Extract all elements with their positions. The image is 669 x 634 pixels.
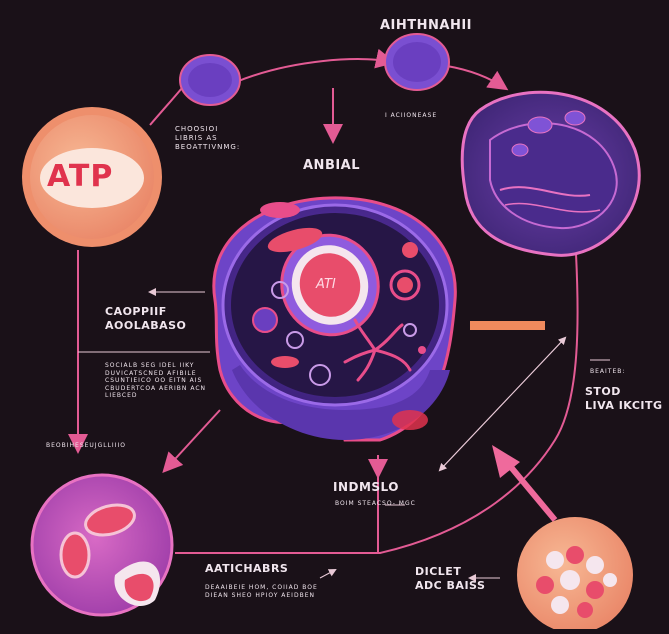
left-body: SOCIALB SEG IDEL IIKY DUVICATSCNED AFIBI…	[105, 362, 206, 399]
thin-pointer-lines	[78, 288, 610, 582]
page-title: AIHTHNAHII	[380, 18, 473, 33]
atp-bubble-icon	[22, 107, 162, 247]
nucleus-label: ATI	[316, 277, 336, 292]
top-right-vesicle-icon	[384, 33, 450, 91]
mitochondria-icon	[30, 473, 174, 617]
center-bottom-label: BOIM STEACSO- MGC	[335, 500, 416, 507]
center-heading: ANBIAL	[303, 158, 361, 173]
top-left-label: CHOOSIOI LIBRIS AS BEOATTIVNMG:	[175, 125, 241, 151]
left-heading: CAOPPIIF AOOLABASO	[105, 305, 187, 332]
left-bottom-label: BEOBIHESEUJGLLIIIO	[46, 442, 126, 449]
organelles	[252, 227, 426, 386]
lysosome-icon	[517, 517, 633, 633]
connector-bar	[470, 321, 545, 330]
top-left-vesicle-icon	[179, 54, 241, 106]
connector-lines	[68, 48, 579, 554]
bottom-left-body: DEAAIBEIE HOM, COIIAD BOE DIEAN SHEO HPI…	[205, 584, 318, 599]
right-heading: STOD LIVA IKCITG	[585, 385, 663, 412]
top-center-label: I ACIIONEASE	[385, 112, 438, 119]
big-arrow-icon	[492, 445, 558, 522]
bottom-right-heading: DICLET ADC BAISS	[415, 565, 486, 592]
atp-label: ATP	[47, 159, 114, 194]
right-small-label: BEAITEB:	[590, 368, 626, 375]
center-bottom-heading: INDMSLO	[333, 480, 399, 494]
nucleus-icon	[280, 233, 380, 337]
bottom-left-heading: AATICHABRS	[205, 562, 289, 575]
organ-icon	[460, 90, 641, 257]
